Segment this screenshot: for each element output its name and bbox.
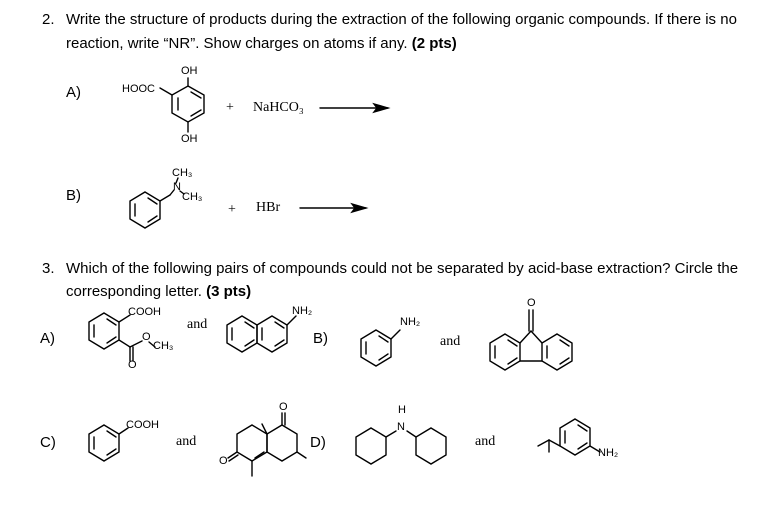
q2-number: 2.	[42, 11, 55, 28]
q3a-nh2: NH₂	[292, 305, 313, 317]
q2b-ch3-right: CH₃	[182, 191, 203, 203]
q3a-cooh: COOH	[128, 306, 161, 318]
q3d-amine-n: N	[397, 421, 405, 433]
q3c-ketone-o-left: O	[219, 455, 228, 467]
q3d-right-structure	[537, 418, 601, 456]
q3b-left-structure	[360, 329, 401, 367]
q3-line2: corresponding letter. (3 pts)	[66, 281, 251, 303]
q3c-left-structure	[88, 424, 129, 462]
q3b-ketone-o: O	[527, 297, 536, 309]
q3c-right-structure	[227, 412, 307, 477]
q3-instruction: corresponding letter.	[66, 283, 202, 300]
q3d-nh2: NH₂	[598, 447, 619, 459]
q3b-and: and	[440, 334, 461, 349]
q2b-reaction-arrow	[299, 202, 369, 214]
q3a-ester-o: O	[142, 331, 151, 343]
q2b-plus: +	[228, 202, 236, 217]
q3d-left-structure	[355, 427, 447, 465]
q3-line1: Which of the following pairs of compound…	[66, 260, 739, 277]
q2-line2: reaction, write “NR”. Show charges on at…	[66, 33, 457, 55]
q3c-ketone-o-top: O	[279, 401, 288, 413]
q3d-amine-h: H	[398, 404, 406, 416]
q2b-ch3-top: CH₃	[172, 167, 193, 179]
q2a-label: A)	[66, 84, 81, 101]
q3a-left-structure	[88, 312, 156, 362]
q3b-nh2: NH₂	[400, 316, 421, 328]
q3a-right-structure	[226, 315, 297, 353]
q3c-label[interactable]: C)	[40, 434, 56, 451]
q2-line1: Write the structure of products during t…	[66, 11, 737, 28]
q2b-reagent: HBr	[256, 200, 281, 215]
q2a-hooc: HOOC	[122, 83, 155, 95]
q2a-oh-bottom: OH	[181, 133, 198, 145]
q3c-cooh: COOH	[126, 419, 159, 431]
q2a-reaction-arrow	[319, 102, 391, 114]
q2b-ring-structure	[129, 177, 185, 229]
q3d-label[interactable]: D)	[310, 434, 326, 451]
q3-points: (3 pts)	[206, 283, 252, 300]
q3b-right-structure	[489, 309, 573, 371]
q2-instruction: reaction, write “NR”. Show charges on at…	[66, 35, 408, 52]
q2a-ring-structure	[159, 77, 205, 133]
q2b-nitrogen: N	[173, 181, 181, 193]
q3a-ester-ch3: CH₃	[153, 340, 174, 352]
q3b-label[interactable]: B)	[313, 330, 328, 347]
q3c-and: and	[176, 434, 197, 449]
q3a-label[interactable]: A)	[40, 330, 55, 347]
q2a-plus: +	[226, 100, 234, 115]
q2b-label: B)	[66, 187, 81, 204]
q2-points: (2 pts)	[411, 35, 457, 52]
q3a-carbonyl-o: O	[128, 359, 137, 371]
q2a-reagent: NaHCO₃	[253, 100, 304, 115]
q3-number: 3.	[42, 260, 55, 277]
q3d-and: and	[475, 434, 496, 449]
q2a-oh-top: OH	[181, 65, 198, 77]
q3a-and: and	[187, 317, 208, 332]
